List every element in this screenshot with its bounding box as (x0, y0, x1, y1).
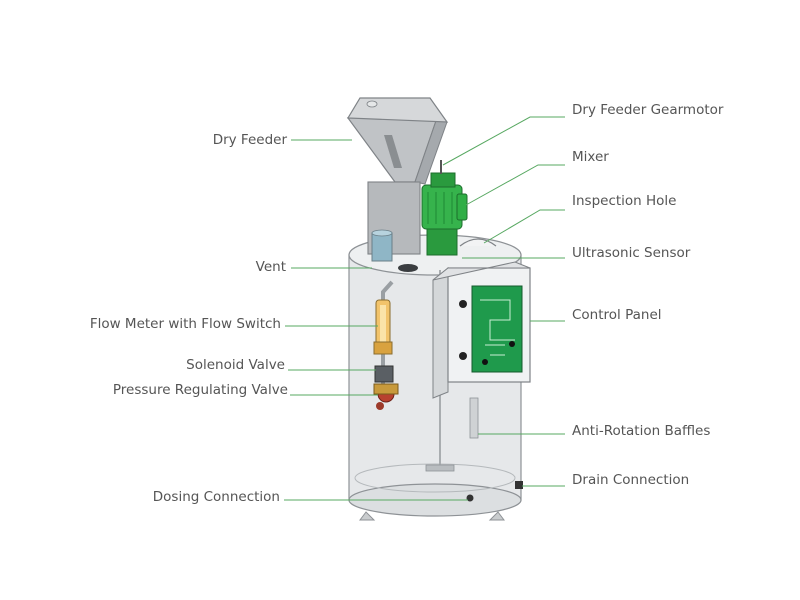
label-mixer: Mixer (572, 149, 609, 165)
label-ultrasonic-sensor: Ultrasonic Sensor (572, 245, 691, 261)
panel-side (432, 266, 449, 399)
panel-top (432, 261, 531, 281)
panel-knob-bottom (459, 352, 467, 360)
control-panel (432, 261, 531, 399)
label-control-panel: Control Panel (572, 307, 662, 323)
solenoid-valve (374, 365, 394, 383)
dosing-port (466, 494, 474, 502)
motor-end (456, 193, 468, 221)
label-flow-meter: Flow Meter with Flow Switch (89, 316, 281, 332)
label-anti-rotation-baffles: Anti-Rotation Baffles (572, 423, 711, 439)
anti-rotation-baffle (469, 397, 479, 439)
inlet-hole (398, 264, 418, 272)
tank-inner-floor (354, 463, 516, 493)
hopper-slot (384, 135, 402, 168)
vent (371, 229, 418, 272)
panel-indicator-2 (509, 341, 515, 347)
hopper-top (346, 97, 449, 123)
label-dry-feeder-gearmotor: Dry Feeder Gearmotor (572, 102, 724, 118)
dry-feeder-hopper (346, 97, 449, 255)
panel-schematic (480, 299, 515, 356)
flow-pipe (381, 280, 394, 400)
label-drain-connection: Drain Connection (572, 472, 690, 488)
panel-indicator-1 (482, 359, 488, 365)
piping-assembly (373, 280, 399, 410)
tank-feet (359, 511, 505, 521)
leader-inspection-hole (483, 209, 565, 244)
hopper-cap (366, 100, 378, 108)
panel-screen (471, 285, 523, 373)
flow-meter-window (380, 305, 386, 345)
drain-port (515, 481, 523, 489)
label-solenoid-valve: Solenoid Valve (186, 357, 285, 373)
label-dry-feeder: Dry Feeder (212, 132, 287, 148)
gearmotor-head (430, 172, 456, 188)
vent-cup-top (371, 229, 393, 237)
mixer-impeller (425, 464, 455, 472)
leader-mixer (465, 164, 565, 206)
motor-fins (427, 192, 453, 224)
label-inspection-hole: Inspection Hole (572, 193, 677, 209)
label-pressure-regulating-valve: Pressure Regulating Valve (112, 382, 288, 398)
panel-knob-top (459, 300, 467, 308)
mixer-motor (421, 160, 468, 256)
label-vent: Vent (255, 259, 286, 275)
valve-body (373, 383, 399, 395)
vent-cup (371, 232, 393, 262)
label-dosing-connection: Dosing Connection (152, 489, 280, 505)
flow-switch (373, 341, 393, 355)
valve-outlet (376, 402, 384, 410)
leader-lines (284, 116, 565, 501)
leader-dry-feeder-gearmotor (442, 116, 565, 166)
feeder-chute (367, 181, 421, 255)
